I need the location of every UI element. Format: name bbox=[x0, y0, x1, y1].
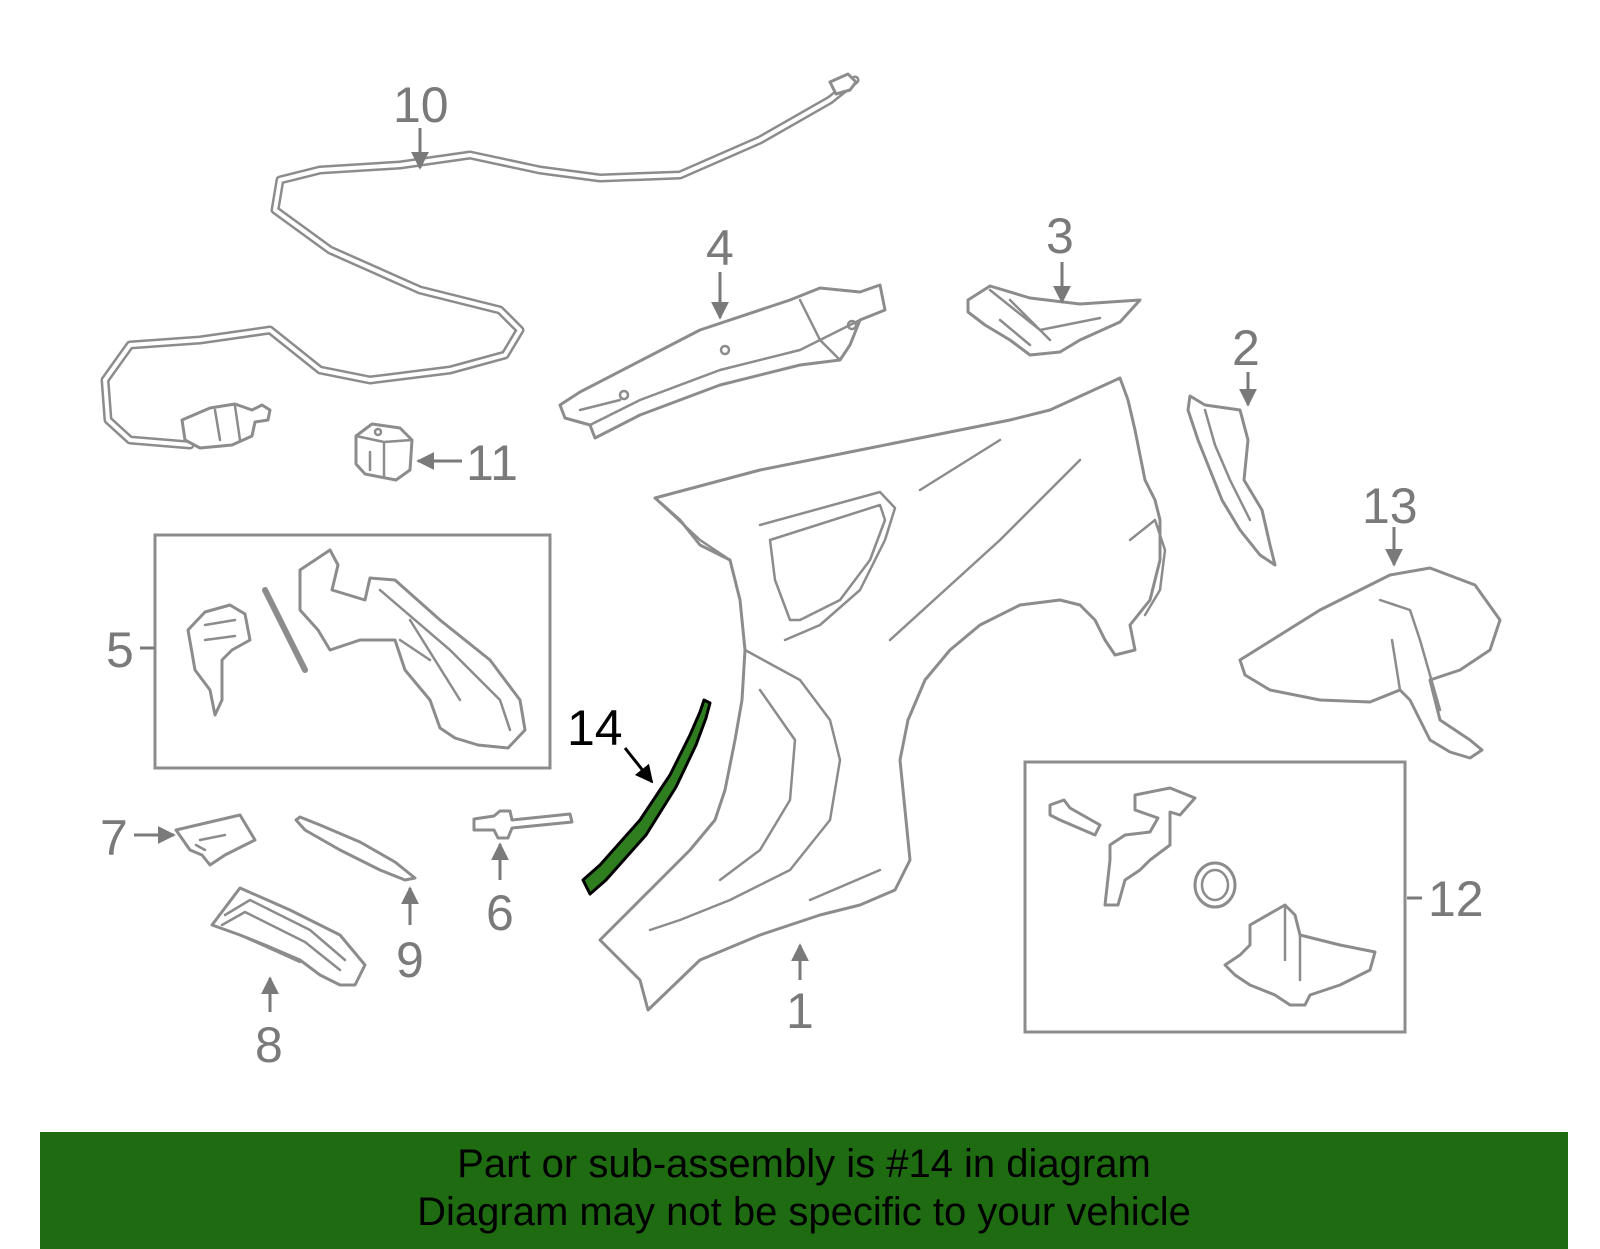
part-9-seal bbox=[294, 815, 417, 882]
part-13-shield bbox=[1238, 566, 1502, 760]
leader-lines bbox=[134, 128, 1422, 1012]
callout-6: 6 bbox=[486, 885, 514, 941]
part-10-release-cable bbox=[100, 72, 860, 450]
part-14-highlighted bbox=[581, 698, 712, 896]
callout-7: 7 bbox=[100, 810, 128, 866]
part-5-group bbox=[153, 533, 552, 770]
callout-11: 11 bbox=[466, 435, 518, 491]
callout-3: 3 bbox=[1046, 208, 1074, 264]
callout-5: 5 bbox=[106, 622, 134, 678]
part-1-quarter-panel bbox=[598, 376, 1167, 1012]
part-4-inner-rail bbox=[558, 283, 887, 440]
part-11-clip bbox=[354, 422, 414, 482]
info-banner: Part or sub-assembly is #14 in diagram D… bbox=[40, 1132, 1568, 1249]
callout-4: 4 bbox=[706, 220, 734, 276]
callout-1: 1 bbox=[786, 983, 814, 1039]
part-6-fastener bbox=[472, 809, 574, 840]
banner-line-1: Part or sub-assembly is #14 in diagram bbox=[457, 1142, 1151, 1186]
callout-9: 9 bbox=[396, 932, 424, 988]
callout-13: 13 bbox=[1362, 478, 1418, 534]
part-2-reinforcement bbox=[1186, 394, 1277, 567]
part-3-bracket bbox=[966, 284, 1142, 357]
callout-14: 14 bbox=[567, 700, 623, 756]
part-7-bracket bbox=[174, 813, 257, 867]
callout-labels: 10 4 3 2 13 11 5 7 6 8 9 1 12 14 bbox=[100, 77, 1484, 1073]
callout-8: 8 bbox=[255, 1017, 283, 1073]
parts-diagram: 10 4 3 2 13 11 5 7 6 8 9 1 12 14 bbox=[100, 72, 1502, 1073]
callout-2: 2 bbox=[1232, 320, 1260, 376]
banner-line-2: Diagram may not be specific to your vehi… bbox=[417, 1190, 1191, 1234]
part-12-group bbox=[1023, 760, 1407, 1034]
part-8-housing bbox=[210, 886, 367, 987]
callout-10: 10 bbox=[393, 77, 449, 133]
callout-12: 12 bbox=[1428, 871, 1484, 927]
